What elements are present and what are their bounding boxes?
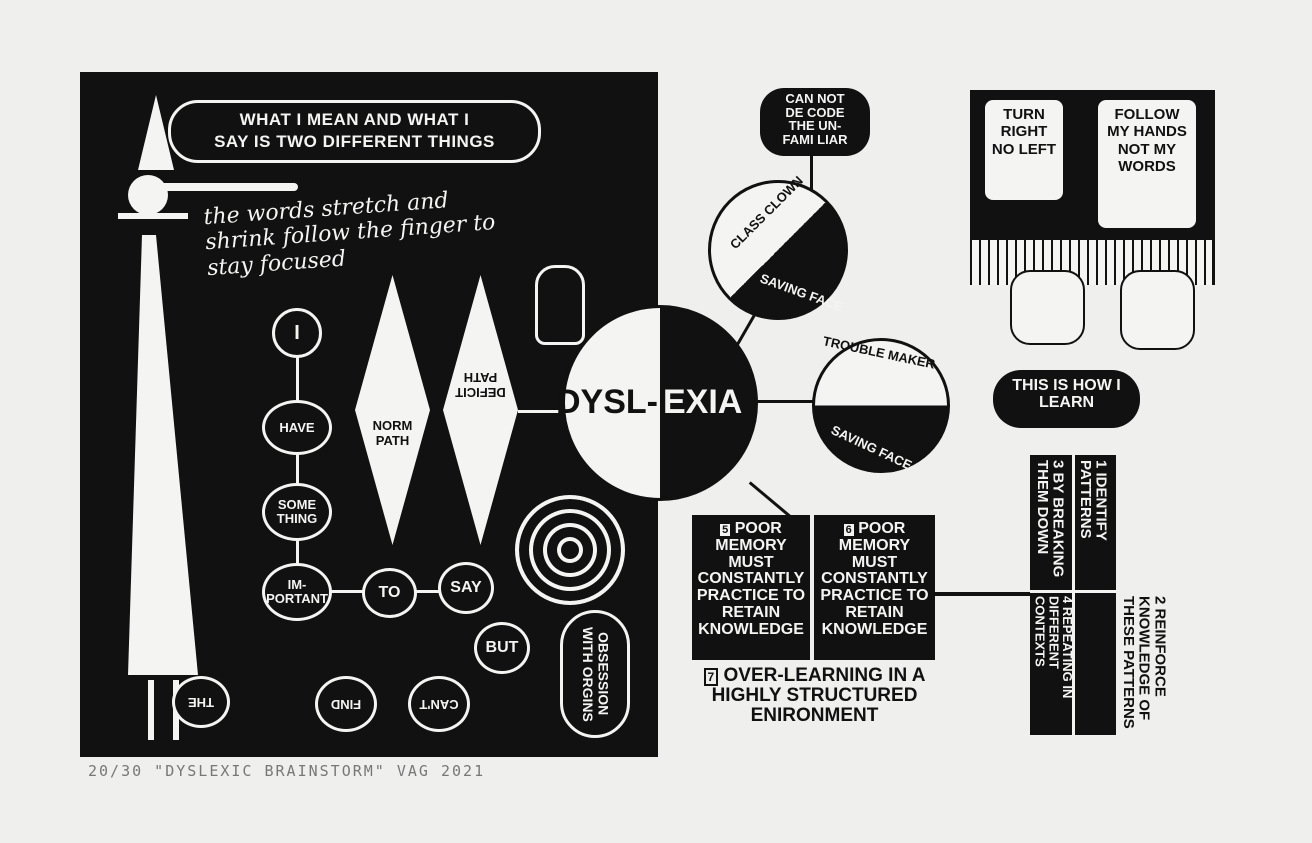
word-circle-find: FIND xyxy=(315,676,377,732)
item-4-repeating: 4 REPEATING IN DIFFERENT CONTEXTS xyxy=(1032,596,1075,732)
decode-line: CAN NOT xyxy=(785,91,845,106)
pinocchio-figure xyxy=(118,95,298,755)
poor-memory-box-6: 6 POOR MEMORY MUST CONSTANTLY PRACTICE T… xyxy=(814,515,935,660)
spiral-icon xyxy=(515,495,625,605)
turn-right-bubble: TURN RIGHT NO LEFT xyxy=(985,100,1063,200)
item-text: IDENTIFY PATTERNS xyxy=(1076,460,1110,541)
follow-hands-bubble: FOLLOW MY HANDS NOT MY WORDS xyxy=(1098,100,1196,228)
exia-label: EXIA xyxy=(663,383,743,421)
dyslexia-circle xyxy=(562,305,758,501)
hands-icon xyxy=(1010,270,1085,345)
norm-path-label: NORM PATH xyxy=(372,418,413,448)
class-clown-circle xyxy=(708,180,848,320)
edition-signature: 20/30 "DYSLEXIC BRAINSTORM" VAG 2021 xyxy=(88,762,486,780)
poor-memory-box-5: 5 POOR MEMORY MUST CONSTANTLY PRACTICE T… xyxy=(692,515,810,660)
how-i-learn-bubble: THIS IS HOW I LEARN xyxy=(993,370,1140,428)
word-circle-the: THE xyxy=(172,676,230,728)
item-number: 3 xyxy=(1049,460,1067,469)
decode-line: THE UN- xyxy=(788,118,842,134)
item-number: 4 xyxy=(1059,596,1075,604)
box-text: POOR MEMORY MUST CONSTANTLY PRACTICE TO … xyxy=(820,520,929,638)
item-text: OVER-LEARNING IN A HIGHLY STRUCTURED ENI… xyxy=(711,665,926,726)
box-number: 5 xyxy=(720,524,731,536)
obsession-pill: OBSESSION WITH ORGINS xyxy=(560,610,630,738)
item-3-breaking-down: 3 BY BREAKING THEM DOWN xyxy=(1033,460,1067,585)
bubble-line-2: SAY IS TWO DIFFERENT THINGS xyxy=(214,132,495,152)
deficit-path-label: DEFICIT PATH xyxy=(455,370,506,400)
decode-line: FAMI LIAR xyxy=(782,131,848,147)
trouble-maker-circle xyxy=(812,338,950,473)
dysl-label: DYSL- xyxy=(556,383,658,421)
word-circle-to: TO xyxy=(362,568,417,618)
word-circle-something: SOME THING xyxy=(262,483,332,541)
item-1-identify-patterns: 1 IDENTIFY PATTERNS xyxy=(1076,460,1110,585)
item-2-reinforce: 2 REINFORCE KNOWLEDGE OF THESE PATTERNS xyxy=(1119,596,1169,746)
word-circle-i: I xyxy=(272,308,322,358)
box-text: POOR MEMORY MUST CONSTANTLY PRACTICE TO … xyxy=(696,520,806,638)
hands-icon xyxy=(1120,270,1195,350)
bubble-line-1: WHAT I MEAN AND WHAT I xyxy=(239,110,470,129)
word-circle-but: BUT xyxy=(474,622,530,674)
item-number: 7 xyxy=(703,668,719,686)
pointing-hand-icon xyxy=(535,265,585,345)
word-circle-say: SAY xyxy=(438,562,494,614)
box-number: 6 xyxy=(843,524,854,536)
item-text: REINFORCE KNOWLEDGE OF THESE PATTERNS xyxy=(1119,596,1169,729)
word-circle-cant: CAN'T xyxy=(408,676,470,732)
word-circle-have: HAVE xyxy=(262,400,332,455)
item-text: BY BREAKING THEM DOWN xyxy=(1033,460,1067,578)
item-number: 1 xyxy=(1092,460,1110,469)
item-number: 2 xyxy=(1151,596,1169,605)
word-circle-important: IM- PORTANT xyxy=(262,563,332,621)
item-text: REPEATING IN DIFFERENT CONTEXTS xyxy=(1032,596,1075,699)
obsession-label: OBSESSION WITH ORGINS xyxy=(580,626,612,722)
speech-bubble: WHAT I MEAN AND WHAT I SAY IS TWO DIFFER… xyxy=(168,100,541,163)
cannot-decode-pill: CAN NOT DE CODE THE UN- FAMI LIAR xyxy=(760,88,870,156)
over-learning-text: 7 OVER-LEARNING IN A HIGHLY STRUCTURED E… xyxy=(692,666,937,726)
decode-line: DE CODE xyxy=(785,104,845,120)
